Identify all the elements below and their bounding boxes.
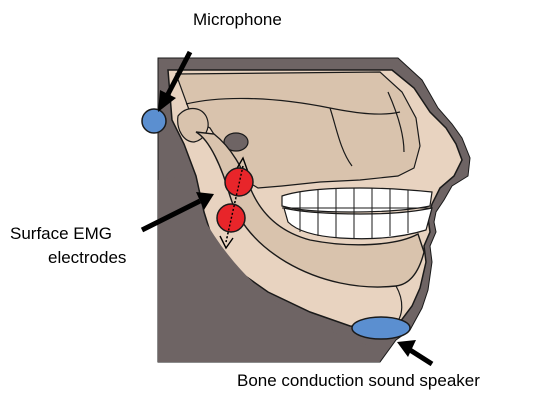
speaker-label: Bone conduction sound speaker	[237, 370, 480, 391]
emg-label-line1: Surface EMG	[10, 223, 112, 244]
arrow-to-speaker-icon	[397, 340, 432, 364]
speaker-marker	[352, 317, 410, 339]
microphone-marker	[142, 109, 166, 133]
microphone-label: Microphone	[193, 9, 282, 30]
emg-label-line2: electrodes	[48, 247, 126, 268]
